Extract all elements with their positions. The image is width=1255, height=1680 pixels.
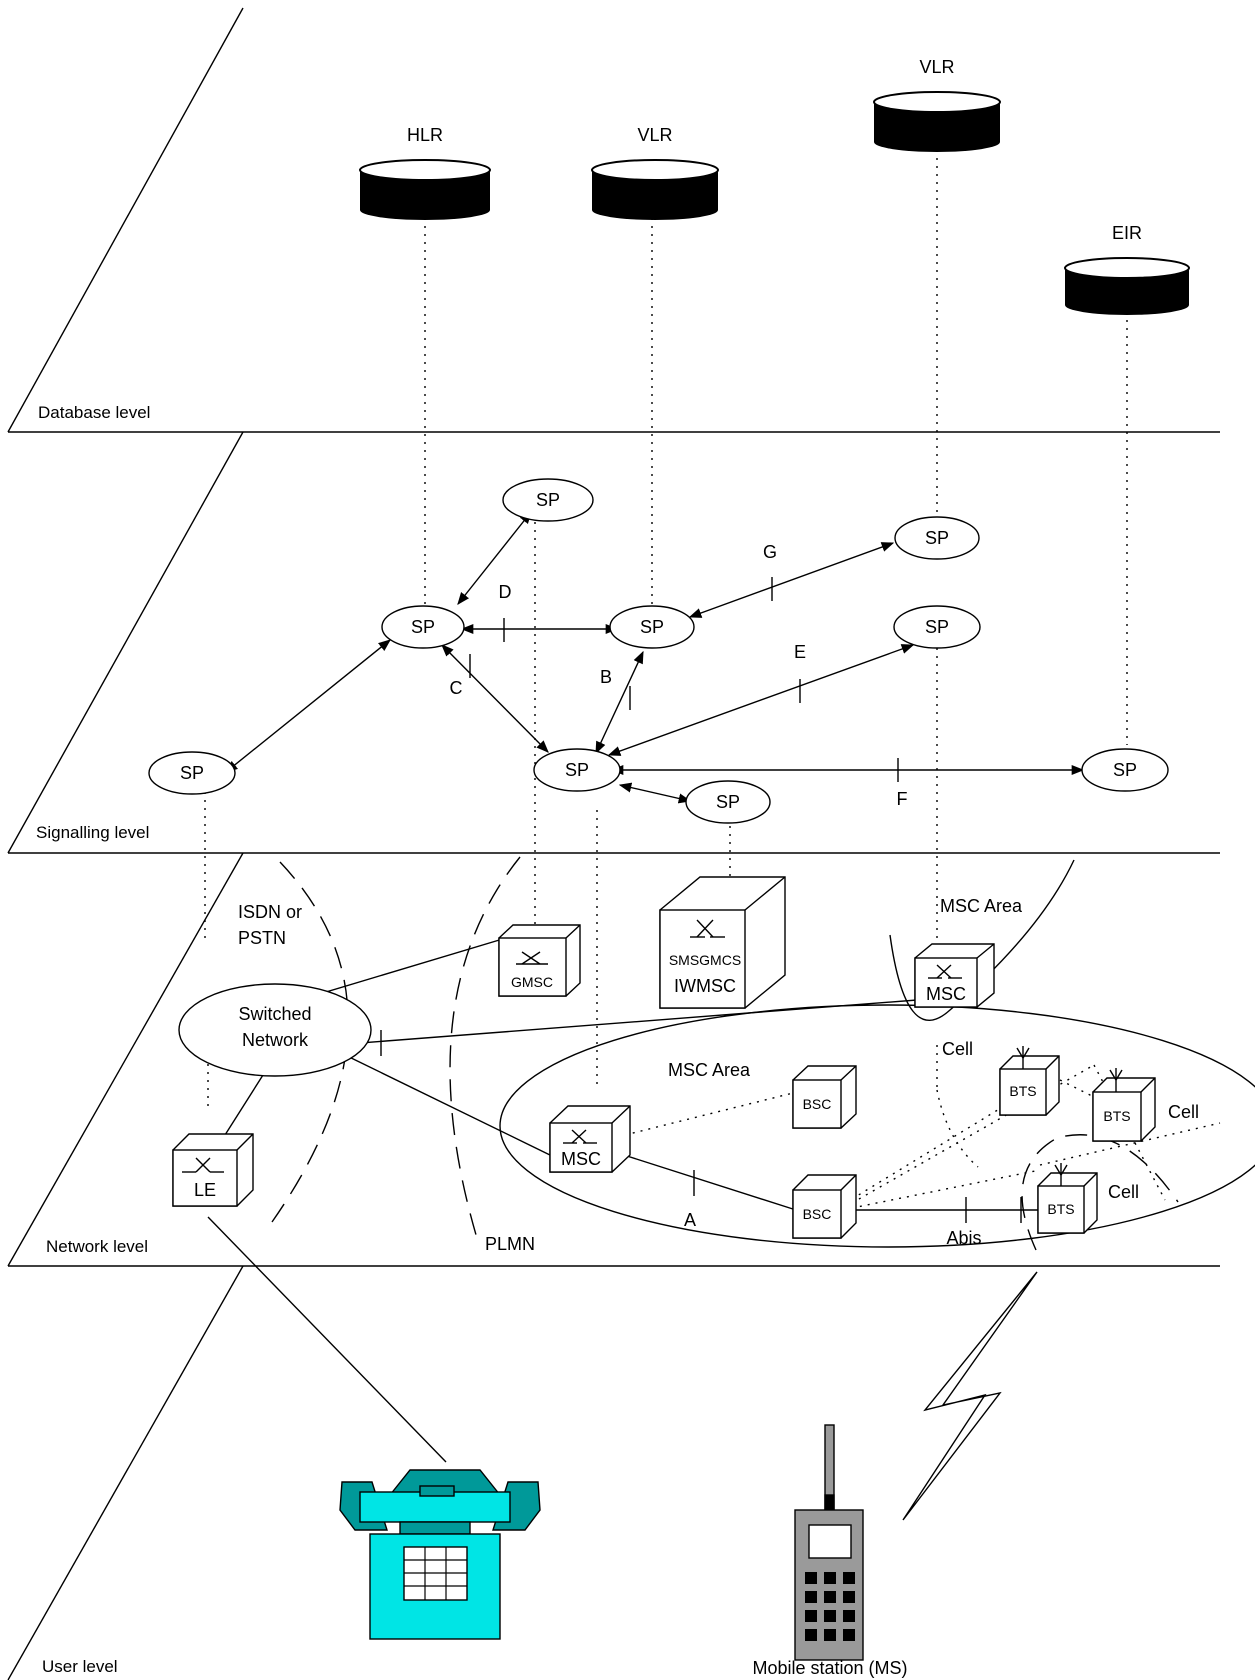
- database-hlr: [359, 159, 491, 220]
- sp-label: SP: [925, 617, 949, 637]
- le-label: LE: [194, 1180, 216, 1200]
- sp-cloud-left: SP: [148, 751, 236, 795]
- interface-e-label: E: [794, 642, 806, 662]
- bsc-node-1: BSC: [792, 1065, 857, 1129]
- network-links: [207, 937, 1038, 1463]
- msc-node-top: MSC: [914, 943, 995, 1008]
- interface-g-label: G: [763, 542, 777, 562]
- msc-area-label-inner: MSC Area: [668, 1060, 751, 1080]
- cell-label-3: Cell: [1108, 1182, 1139, 1202]
- msc-area-label-top: MSC Area: [940, 896, 1023, 916]
- vlr-label-1: VLR: [637, 125, 672, 145]
- interface-abis-label: Abis: [946, 1228, 981, 1248]
- bts-label: BTS: [1047, 1201, 1074, 1217]
- sp-label: SP: [536, 490, 560, 510]
- interface-f-label: F: [897, 789, 908, 809]
- interface-c-label: C: [450, 678, 463, 698]
- interface-d-label: D: [499, 582, 512, 602]
- database-vlr-2: [873, 91, 1001, 152]
- telephone-icon: [339, 1469, 541, 1640]
- bts-label: BTS: [1009, 1083, 1036, 1099]
- msc-label: MSC: [926, 984, 966, 1004]
- bsc-label-2: BSC: [803, 1206, 832, 1222]
- sp-label: SP: [411, 617, 435, 637]
- sp-cloud-bottom: SP: [685, 780, 771, 824]
- network-level-label: Network level: [46, 1237, 148, 1256]
- vlr-label-2: VLR: [919, 57, 954, 77]
- sp-cloud-vlr: SP: [609, 605, 695, 649]
- isdn-label: ISDN or: [238, 902, 302, 922]
- interface-a-label: A: [684, 1210, 696, 1230]
- sp-cloud-hlr: SP: [381, 605, 465, 649]
- le-node: LE: [172, 1133, 254, 1207]
- radio-link-icon: [902, 1271, 1038, 1521]
- sp-cloud-msc: SP: [533, 748, 621, 792]
- sp-label: SP: [180, 763, 204, 783]
- msc-inner-label: MSC: [561, 1149, 601, 1169]
- sp-cloud-top: SP: [502, 478, 594, 522]
- iwmsc-label: IWMSC: [674, 976, 736, 996]
- switched-network-label-1: Switched: [238, 1004, 311, 1024]
- sp-label: SP: [716, 792, 740, 812]
- msc-node-inner: MSC: [549, 1105, 631, 1173]
- bts-node-1: BTS: [999, 1046, 1060, 1116]
- smsgmcs-label: SMSGMCS: [669, 952, 741, 968]
- mobile-phone-icon: [794, 1424, 864, 1661]
- gmsc-label: GMSC: [511, 974, 553, 990]
- gmsc-node: GMSC: [498, 924, 581, 997]
- sp-label: SP: [1113, 760, 1137, 780]
- sp-cloud-vlr2: SP: [894, 516, 980, 560]
- eir-label: EIR: [1112, 223, 1142, 243]
- sp-label: SP: [565, 760, 589, 780]
- mobile-station-label: Mobile station (MS): [752, 1658, 907, 1678]
- bsc-node-2: BSC: [792, 1174, 857, 1239]
- sp-cloud-e: SP: [893, 605, 981, 649]
- cell-label-1: Cell: [942, 1039, 973, 1059]
- sp-label: SP: [925, 528, 949, 548]
- hlr-label: HLR: [407, 125, 443, 145]
- switched-network-label-2: Network: [242, 1030, 309, 1050]
- sp-label: SP: [640, 617, 664, 637]
- level-planes: [7, 7, 1220, 1680]
- pstn-label: PSTN: [238, 928, 286, 948]
- bts-label: BTS: [1103, 1108, 1130, 1124]
- cell-label-2: Cell: [1168, 1102, 1199, 1122]
- user-level-label: User level: [42, 1657, 118, 1676]
- iwmsc-node: SMSGMCS IWMSC: [659, 876, 786, 1009]
- bts-node-2: BTS: [1092, 1068, 1156, 1142]
- bts-node-3: BTS: [1037, 1163, 1098, 1234]
- database-vlr-1: [591, 159, 719, 220]
- signalling-links: [225, 511, 1085, 804]
- database-level-label: Database level: [38, 403, 150, 422]
- plmn-label: PLMN: [485, 1234, 535, 1254]
- interface-b-label: B: [600, 667, 612, 687]
- bsc-label-1: BSC: [803, 1096, 832, 1112]
- database-eir: [1064, 257, 1190, 315]
- signalling-level-label: Signalling level: [36, 823, 149, 842]
- sp-cloud-eir: SP: [1081, 748, 1169, 792]
- switched-network-cloud: Switched Network: [178, 983, 372, 1077]
